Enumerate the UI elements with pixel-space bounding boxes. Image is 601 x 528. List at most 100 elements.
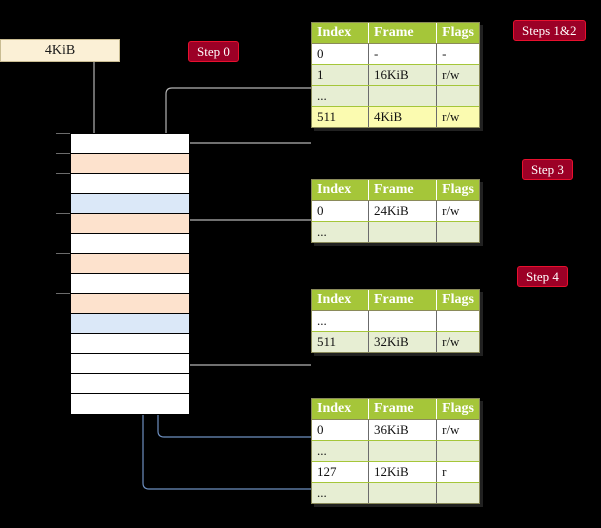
cell-index: 511 [312, 106, 369, 127]
column-header-frame: Frame [368, 290, 438, 311]
wire-t3-32kib-up [171, 324, 311, 366]
cell-index: ... [312, 221, 369, 242]
memory-row [71, 254, 189, 274]
column-header-frame: Frame [368, 180, 438, 201]
cell-frame [368, 85, 438, 107]
memory-tick [56, 173, 70, 174]
cell-flags: - [436, 43, 479, 65]
table-row: 0 - - [312, 43, 479, 65]
cell-flags [436, 482, 479, 503]
cell-index: 0 [312, 43, 369, 65]
cell-frame [368, 221, 438, 242]
cell-index: 511 [312, 331, 369, 352]
memory-tick [56, 153, 70, 154]
badge-steps-1and2-label: Steps 1&2 [522, 23, 577, 38]
table-row: 511 4KiB r/w [312, 106, 479, 127]
column-header-index: Index [312, 290, 369, 311]
table-header-row: Index Frame Flags [312, 399, 479, 420]
cell-frame: 12KiB [368, 461, 438, 483]
cell-flags: r/w [436, 200, 479, 222]
table-row: 1 16KiB r/w [312, 64, 479, 86]
cell-flags [436, 85, 479, 107]
table-row: 0 36KiB r/w [312, 419, 479, 441]
page-table-level-4: Index Frame Flags 0 36KiB r/w ... 127 [311, 398, 480, 504]
table-row: ... [312, 310, 479, 332]
column-header-flags: Flags [436, 180, 479, 201]
page-table-level-1: Index Frame Flags 0 - - 1 16KiB r/w ... [311, 22, 480, 128]
cell-frame [368, 482, 438, 503]
table-row: ... [312, 221, 479, 242]
cell-index: 0 [312, 419, 369, 441]
cell-flags [436, 440, 479, 462]
cell-flags: r/w [436, 419, 479, 441]
cell-frame: 24KiB [368, 200, 438, 222]
column-header-flags: Flags [436, 23, 479, 44]
table-header-row: Index Frame Flags [312, 290, 479, 311]
cell-index: ... [312, 482, 369, 503]
cell-flags: r/w [436, 64, 479, 86]
memory-row [71, 134, 189, 154]
physical-memory-column [70, 133, 190, 415]
page-table-level-2: Index Frame Flags 0 24KiB r/w ... [311, 179, 480, 243]
cell-index: 0 [312, 200, 369, 222]
cell-index: 1 [312, 64, 369, 86]
column-header-flags: Flags [436, 399, 479, 420]
cell-frame: 32KiB [368, 331, 438, 352]
table-row: 511 32KiB r/w [312, 331, 479, 352]
cell-index: ... [312, 440, 369, 462]
badge-step-0: Step 0 [188, 41, 239, 62]
memory-row [71, 294, 189, 314]
memory-row [71, 274, 189, 294]
cell-frame [368, 440, 438, 462]
memory-row [71, 174, 189, 194]
column-header-index: Index [312, 23, 369, 44]
cell-frame [368, 310, 438, 332]
page-table-level-3: Index Frame Flags ... 511 32KiB r/w [311, 289, 480, 353]
column-header-flags: Flags [436, 290, 479, 311]
table-row: 127 12KiB r [312, 461, 479, 483]
table-row: 0 24KiB r/w [312, 200, 479, 222]
badge-step-3: Step 3 [522, 159, 573, 180]
memory-row [71, 234, 189, 254]
cell-flags: r/w [436, 106, 479, 127]
memory-row [71, 354, 189, 374]
column-header-frame: Frame [368, 23, 438, 44]
badge-step-4: Step 4 [517, 266, 568, 287]
table-row: ... [312, 440, 479, 462]
memory-row [71, 154, 189, 174]
memory-tick [56, 293, 70, 294]
cell-flags: r/w [436, 331, 479, 352]
table-row: ... [312, 482, 479, 503]
memory-row [71, 314, 189, 334]
cell-flags: r [436, 461, 479, 483]
wire-t2-24kib-down [177, 219, 311, 292]
column-header-index: Index [312, 399, 369, 420]
badge-step-4-label: Step 4 [526, 269, 559, 284]
cell-index: ... [312, 85, 369, 107]
memory-row [71, 334, 189, 354]
cell-flags [436, 310, 479, 332]
frame-size-label: 4KiB [44, 42, 76, 58]
table-header-row: Index Frame Flags [312, 180, 479, 201]
cell-index: ... [312, 310, 369, 332]
column-header-frame: Frame [368, 399, 438, 420]
frame-size-box: 4KiB [0, 39, 120, 62]
table-header-row: Index Frame Flags [312, 23, 479, 44]
column-header-index: Index [312, 180, 369, 201]
badge-step-0-label: Step 0 [197, 44, 230, 59]
memory-tick [56, 253, 70, 254]
memory-row [71, 394, 189, 414]
memory-row [71, 194, 189, 214]
memory-row [71, 374, 189, 394]
cell-frame: - [368, 43, 438, 65]
cell-frame: 36KiB [368, 419, 438, 441]
memory-tick [56, 133, 70, 134]
badge-step-3-label: Step 3 [531, 162, 564, 177]
badge-steps-1and2: Steps 1&2 [513, 20, 586, 41]
table-row: ... [312, 85, 479, 107]
memory-row [71, 214, 189, 234]
cell-index: 127 [312, 461, 369, 483]
cell-frame: 4KiB [368, 106, 438, 127]
cell-flags [436, 221, 479, 242]
